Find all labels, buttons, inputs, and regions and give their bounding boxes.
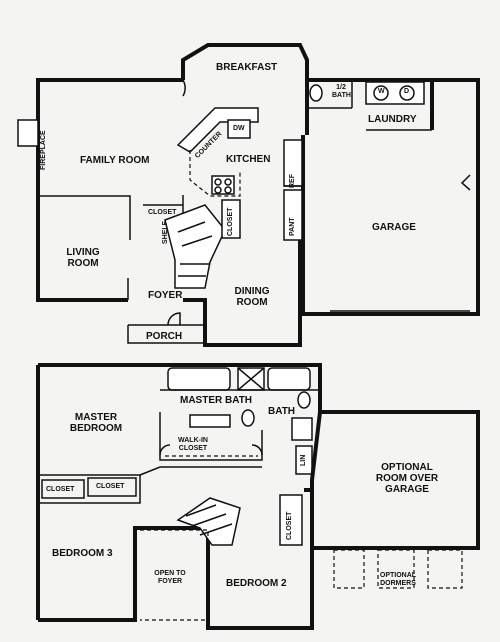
room-label-master-bath: MASTER BATH	[180, 395, 253, 406]
room-label-breakfast: BREAKFAST	[216, 62, 278, 73]
first-floor-walls	[17, 43, 480, 347]
closet-label-first-floor: CLOSET	[148, 209, 177, 216]
fireplace-label: FIREPLACE	[40, 130, 47, 170]
room-label-master-bedroom: MASTER BEDROOM	[69, 412, 123, 434]
linen-label: LIN	[300, 454, 307, 466]
room-label-walk-in-closet: WALK-IN CLOSET	[178, 437, 208, 452]
room-label-dining-room: DINING ROOM	[234, 286, 270, 308]
shelf-label: SHELF	[162, 221, 169, 244]
second-floor-walls	[36, 363, 480, 630]
room-label-bedroom-3: BEDROOM 3	[52, 548, 113, 559]
pantry-label: PANT	[289, 217, 296, 236]
dishwasher-label: DW	[233, 125, 245, 132]
stair-closet-label: CLOSET	[227, 207, 234, 236]
room-label-garage: GARAGE	[372, 222, 416, 233]
room-label-living-room: LIVING ROOM	[66, 247, 100, 269]
room-label-bedroom-2: BEDROOM 2	[226, 578, 287, 589]
open-to-foyer-label: OPEN TO FOYER	[154, 570, 186, 585]
dryer-label: D	[404, 88, 410, 95]
room-label-bath: BATH	[268, 406, 296, 417]
master-closet-label: CLOSET	[96, 483, 125, 490]
bedroom3-closet-label: CLOSET	[46, 486, 75, 493]
room-label-laundry: LAUNDRY	[368, 114, 417, 125]
porch-label: PORCH	[146, 331, 183, 342]
refrigerator-label: REF	[289, 174, 296, 188]
room-label-half-bath: 1/2 BATH	[332, 84, 351, 99]
room-label-foyer: FOYER	[148, 290, 183, 301]
room-label-kitchen: KITCHEN	[226, 154, 271, 165]
washer-label: W	[378, 88, 385, 95]
room-label-optional-room: OPTIONAL ROOM OVER GARAGE	[375, 462, 439, 495]
room-label-family-room: FAMILY ROOM	[80, 155, 150, 166]
bedroom2-closet-label: CLOSET	[286, 511, 293, 540]
optional-dormers-label: OPTIONAL DORMERS	[379, 572, 417, 587]
